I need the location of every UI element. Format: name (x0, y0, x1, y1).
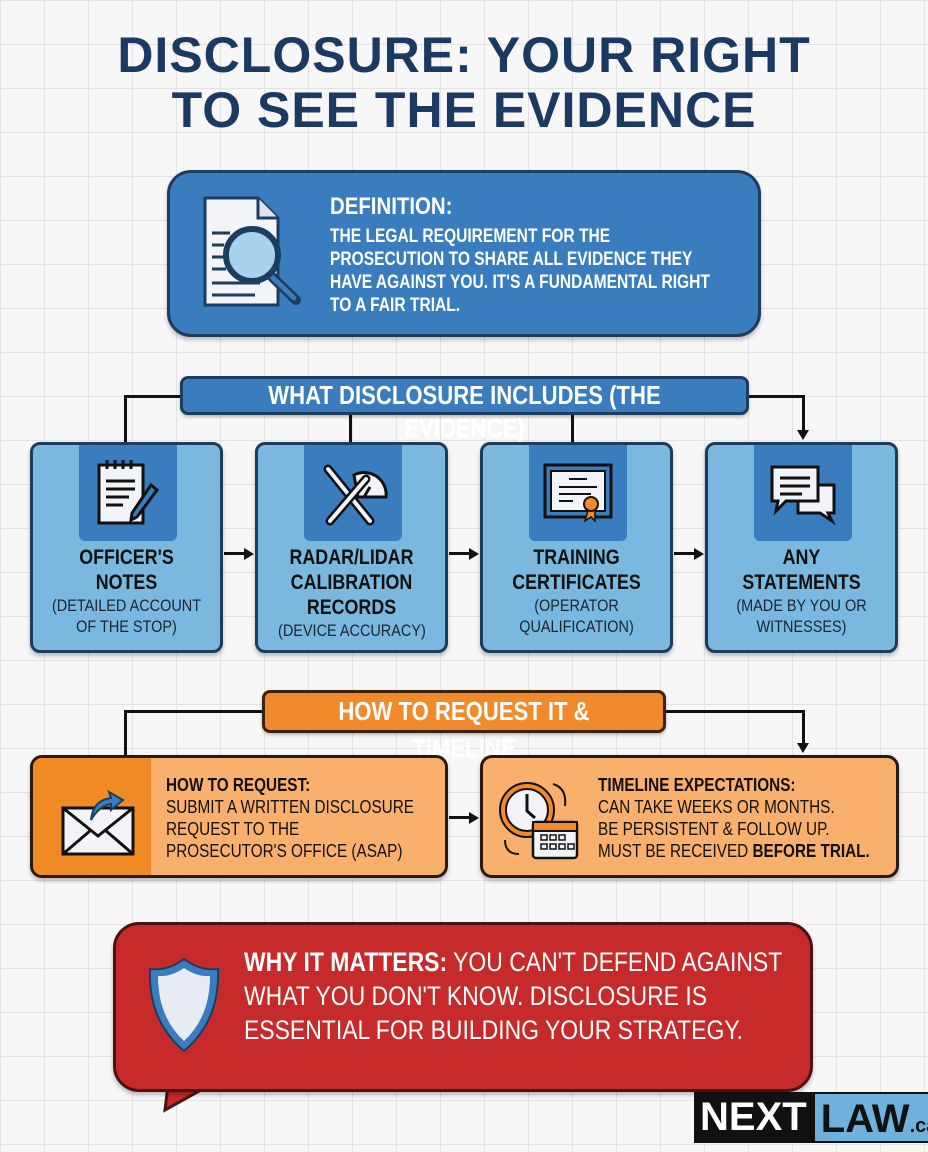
how-line: SUBMIT A WRITTEN DISCLOSURE (166, 797, 414, 817)
logo-law: LAW (820, 1097, 910, 1141)
clock-calendar-icon (499, 782, 579, 860)
evidence-card-training: TRAINING CERTIFICATES(OPERATOR QUALIFICA… (480, 442, 673, 653)
timeline-emphasis: BEFORE TRIAL. (752, 841, 870, 861)
arrow-right-icon (244, 548, 254, 560)
arrow-right-icon (694, 548, 704, 560)
connector-line (124, 395, 127, 445)
why-line: ESSENTIAL FOR BUILDING YOUR STRATEGY. (244, 1015, 744, 1045)
document-magnifier-icon (203, 196, 301, 307)
evidence-header-text: WHAT DISCLOSURE INCLUDES (THE EVIDENCE) (268, 380, 661, 443)
card-subtitle: (DEVICE ACCURACY) (277, 621, 426, 640)
how-heading: HOW TO REQUEST: (166, 775, 311, 795)
evidence-card-officers-notes: OFFICER'S NOTES(DETAILED ACCOUNT OF THE … (30, 442, 223, 653)
card-subtitle: (DETAILED ACCOUNT OF THE STOP) (51, 596, 202, 636)
connector-line (349, 412, 352, 444)
card-title: ANY STATEMENTS (742, 546, 861, 594)
why-line: WHAT YOU DON'T KNOW. DISCLOSURE IS (244, 981, 708, 1011)
connector-line (664, 710, 804, 713)
connector-line (124, 395, 182, 398)
timeline-line: MUST BE RECEIVED (598, 841, 753, 861)
nextlaw-logo: NEXT LAW.ca (694, 1092, 928, 1143)
why-it-matters-box: WHY IT MATTERS: YOU CAN'T DEFEND AGAINST… (113, 922, 813, 1092)
arrow-down-icon (797, 743, 809, 753)
connector-line (746, 395, 804, 398)
request-section-header: HOW TO REQUEST IT & TIMELINE (262, 690, 666, 763)
evidence-card-calibration: RADAR/LIDAR CALIBRATION RECORDS (DEVICE A… (255, 442, 448, 653)
why-heading: WHY IT MATTERS: (244, 947, 448, 977)
connector-line (674, 552, 696, 555)
connector-line (449, 816, 471, 819)
logo-suffix: .ca (909, 1115, 928, 1137)
card-subtitle: (OPERATOR QUALIFICATION) (519, 596, 634, 636)
timeline-box: TIMELINE EXPECTATIONS: CAN TAKE WEEKS OR… (480, 755, 899, 878)
how-line: PROSECUTOR'S OFFICE (ASAP) (166, 841, 403, 861)
timeline-line: BE PERSISTENT & FOLLOW UP. (598, 819, 830, 839)
timeline-heading: TIMELINE EXPECTATIONS: (598, 775, 796, 795)
envelope-send-icon (61, 789, 135, 856)
title-line-2: TO SEE THE EVIDENCE (171, 82, 757, 138)
definition-heading: DEFINITION: (330, 193, 453, 220)
connector-line (124, 710, 127, 756)
arrow-right-icon (469, 812, 479, 824)
connector-line (802, 395, 805, 431)
connector-line (571, 412, 574, 444)
definition-body: THE LEGAL REQUIREMENT FOR THE PROSECUTIO… (330, 226, 710, 316)
page-title: DISCLOSURE: YOUR RIGHT TO SEE THE EVIDEN… (0, 28, 928, 138)
card-title: RADAR/LIDAR CALIBRATION RECORDS (289, 546, 414, 619)
how-to-request-box: HOW TO REQUEST: SUBMIT A WRITTEN DISCLOS… (30, 755, 448, 878)
certificate-icon (543, 463, 613, 523)
shield-icon (148, 957, 220, 1053)
connector-line (449, 552, 471, 555)
card-title: TRAINING CERTIFICATES (512, 546, 641, 594)
card-subtitle: (MADE BY YOU OR WITNESSES) (736, 596, 867, 636)
connector-line (124, 710, 264, 713)
card-title: OFFICER'S NOTES (79, 546, 174, 594)
arrow-down-icon (797, 430, 809, 440)
connector-line (224, 552, 246, 555)
how-line: REQUEST TO THE (166, 819, 300, 839)
wrench-gauge-icon (323, 464, 388, 526)
connector-line (802, 710, 805, 744)
notepad-pencil-icon (97, 460, 160, 525)
evidence-section-header: WHAT DISCLOSURE INCLUDES (THE EVIDENCE) (180, 376, 749, 443)
evidence-card-statements: ANY STATEMENTS(MADE BY YOU OR WITNESSES) (705, 442, 898, 653)
timeline-line: CAN TAKE WEEKS OR MONTHS. (598, 797, 835, 817)
chat-bubbles-icon (770, 465, 836, 526)
definition-box: DEFINITION: THE LEGAL REQUIREMENT FOR TH… (167, 170, 761, 337)
logo-next: NEXT (694, 1092, 813, 1143)
arrow-right-icon (469, 548, 479, 560)
why-line: YOU CAN'T DEFEND AGAINST (447, 947, 783, 977)
title-line-1: DISCLOSURE: YOUR RIGHT (117, 27, 811, 83)
